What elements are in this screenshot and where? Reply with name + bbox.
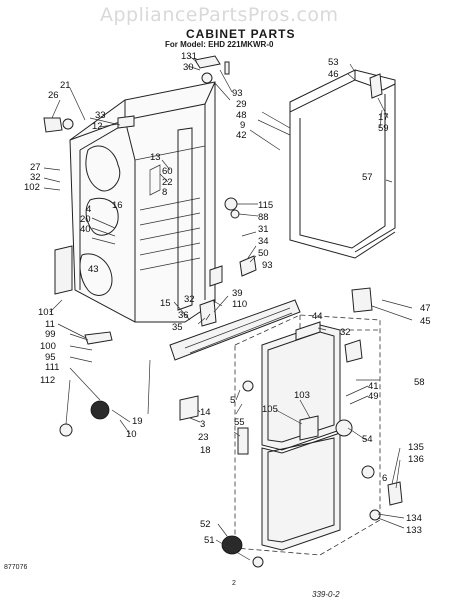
callout-110: 110 (232, 299, 247, 310)
callout-labels: 131 30 93 29 48 9 42 53 46 17 59 57 21 2… (24, 51, 431, 546)
callout-11: 11 (45, 319, 55, 330)
callout-42: 42 (236, 130, 247, 141)
revision-code: 339-0-2 (312, 590, 340, 599)
toe-grille (169, 299, 301, 361)
callout-93b: 93 (262, 260, 273, 271)
callout-14: 14 (200, 407, 211, 418)
callout-45: 45 (420, 316, 431, 327)
callout-50: 50 (258, 248, 269, 259)
page-number: 2 (232, 580, 236, 587)
callout-20: 20 (80, 214, 91, 225)
callout-51: 51 (204, 535, 215, 546)
callout-46: 46 (328, 69, 339, 80)
callout-35: 35 (172, 322, 183, 333)
callout-31: 31 (258, 224, 269, 235)
callout-55: 55 (234, 417, 245, 428)
callout-12: 12 (92, 121, 103, 132)
callout-52: 52 (200, 519, 211, 530)
callout-100: 100 (40, 341, 56, 352)
diagram-title: CABINET PARTS (186, 27, 296, 41)
callout-21: 21 (60, 80, 71, 91)
callout-93: 93 (232, 88, 243, 99)
callout-47: 47 (420, 303, 431, 314)
callout-95: 95 (45, 352, 56, 363)
callout-34: 34 (258, 236, 269, 247)
door-gasket-frame (289, 69, 396, 259)
callout-43: 43 (88, 264, 99, 275)
callout-131: 131 (181, 51, 197, 62)
callout-23: 23 (198, 432, 209, 443)
callout-3: 3 (200, 419, 205, 430)
callout-29: 29 (236, 99, 247, 110)
leader-lines (43, 54, 413, 561)
callout-60: 60 (162, 166, 173, 177)
callout-41: 41 (368, 381, 379, 392)
callout-18: 18 (200, 445, 211, 456)
callout-30: 30 (183, 62, 194, 73)
callout-17: 17 (378, 112, 389, 123)
callout-133: 133 (406, 525, 422, 536)
callout-49: 49 (368, 391, 379, 402)
model-line: For Model: EHD 221MKWR-0 (165, 40, 274, 49)
callout-44: 44 (312, 311, 323, 322)
callout-32c: 32 (340, 327, 351, 338)
callout-48: 48 (236, 110, 247, 121)
callout-105: 105 (262, 404, 278, 415)
callout-6: 6 (382, 473, 387, 484)
drawing-code: 877076 (4, 564, 28, 571)
callout-40: 40 (80, 224, 91, 235)
callout-102: 102 (24, 182, 40, 193)
callout-26: 26 (48, 90, 59, 101)
callout-136: 136 (408, 454, 424, 465)
callout-57: 57 (362, 172, 373, 183)
callout-134: 134 (406, 513, 422, 524)
callout-111: 111 (45, 362, 59, 373)
callout-53: 53 (328, 57, 339, 68)
callout-4: 4 (86, 204, 91, 215)
callout-5: 5 (230, 395, 235, 406)
callout-19: 19 (132, 416, 143, 427)
callout-32: 32 (30, 172, 41, 183)
cabinet-body (69, 81, 216, 323)
small-parts (43, 55, 403, 568)
callout-16: 16 (112, 200, 123, 211)
callout-101: 101 (38, 307, 54, 318)
callout-39: 39 (232, 288, 243, 299)
callout-99: 99 (45, 329, 56, 340)
callout-58: 58 (414, 377, 425, 388)
callout-115: 115 (258, 200, 273, 211)
callout-103: 103 (294, 390, 310, 401)
callout-13: 13 (150, 152, 161, 163)
callout-54: 54 (362, 434, 373, 445)
callout-135: 135 (408, 442, 424, 453)
callout-27: 27 (30, 162, 41, 173)
callout-32b: 32 (184, 294, 195, 305)
doors (261, 324, 341, 551)
callout-8: 8 (162, 187, 167, 198)
callout-15: 15 (160, 298, 171, 309)
callout-36: 36 (178, 310, 189, 321)
callout-88: 88 (258, 212, 269, 223)
callout-9: 9 (240, 120, 245, 131)
callout-10: 10 (126, 429, 137, 440)
callout-59: 59 (378, 123, 389, 134)
callout-33: 33 (95, 110, 106, 121)
callout-112: 112 (40, 375, 55, 386)
watermark: AppliancePartsPros.com (100, 4, 339, 26)
callout-22: 22 (162, 177, 173, 188)
